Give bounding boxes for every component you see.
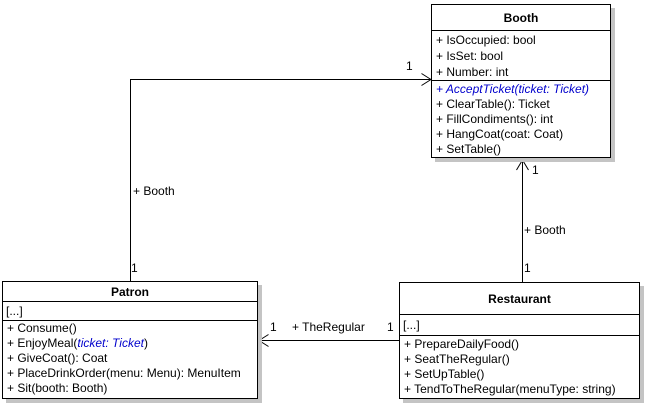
class-box-booth[interactable]: Booth + IsOccupied: bool + IsSet: bool +…	[431, 4, 611, 158]
method-param-segment-abstract: ticket: Ticket	[77, 336, 144, 350]
attribute-line: + IsOccupied: bool	[436, 33, 536, 47]
method-line: + ClearTable(): Ticket	[436, 97, 550, 111]
method-line: + TendToTheRegular(menuType: string)	[404, 382, 616, 396]
method-line: + GiveCoat(): Coat	[7, 351, 108, 365]
method-text-segment: + EnjoyMeal(	[7, 336, 78, 350]
attribute-line: + IsSet: bool	[436, 49, 504, 63]
restaurant-booth-source-multiplicity: 1	[524, 261, 531, 275]
patron-booth-source-multiplicity: 1	[131, 261, 138, 275]
restaurant-methods-compartment: + PrepareDailyFood() + SeatTheRegular() …	[400, 336, 639, 397]
method-line: + SetUpTable()	[404, 367, 485, 381]
restaurant-attributes-compartment: [...]	[400, 315, 639, 336]
attributes-collapsed-placeholder: [...]	[403, 318, 420, 332]
association-patron-booth-edge[interactable]	[130, 73, 432, 282]
class-box-restaurant[interactable]: Restaurant [...] + PrepareDailyFood() + …	[399, 282, 640, 399]
attributes-collapsed-placeholder: [...]	[6, 304, 23, 318]
association-restaurant-patron-edge[interactable]	[258, 334, 399, 347]
method-text-segment: )	[143, 336, 148, 350]
attribute-line: + Number: int	[436, 65, 509, 79]
method-line-abstract: + AcceptTicket(ticket: Ticket)	[436, 82, 590, 96]
patron-booth-role-label: + Booth	[133, 184, 175, 198]
booth-attributes-compartment: + IsOccupied: bool + IsSet: bool + Numbe…	[432, 31, 610, 81]
method-line: + Consume()	[7, 321, 77, 335]
class-box-patron[interactable]: Patron [...] + Consume() + EnjoyMeal(tic…	[2, 281, 258, 399]
class-name-patron: Patron	[3, 282, 257, 302]
method-line: + EnjoyMeal(ticket: Ticket)	[3, 336, 257, 351]
association-restaurant-booth-edge[interactable]	[516, 159, 529, 282]
method-line: + PlaceDrinkOrder(menu: Menu): MenuItem	[7, 366, 241, 380]
method-line: + Sit(booth: Booth)	[7, 381, 108, 395]
patron-methods-compartment: + Consume() + EnjoyMeal(ticket: Ticket) …	[3, 321, 257, 397]
method-line: + SeatTheRegular()	[404, 352, 510, 366]
restaurant-booth-target-multiplicity: 1	[532, 163, 539, 177]
booth-methods-compartment: + AcceptTicket(ticket: Ticket) + ClearTa…	[432, 81, 610, 157]
class-name-restaurant: Restaurant	[400, 283, 639, 315]
class-name-booth: Booth	[432, 5, 610, 31]
method-line: + HangCoat(coat: Coat)	[436, 127, 564, 141]
patron-booth-target-multiplicity: 1	[406, 59, 413, 73]
restaurant-booth-role-label: + Booth	[524, 223, 566, 237]
method-line: + SetTable()	[436, 142, 502, 156]
method-line: + FillCondiments(): int	[436, 112, 554, 126]
method-line: + PrepareDailyFood()	[404, 337, 520, 351]
restaurant-patron-source-multiplicity: 1	[387, 320, 394, 334]
patron-attributes-compartment: [...]	[3, 302, 257, 321]
restaurant-patron-target-multiplicity: 1	[270, 320, 277, 334]
restaurant-patron-role-label: + TheRegular	[292, 320, 365, 334]
